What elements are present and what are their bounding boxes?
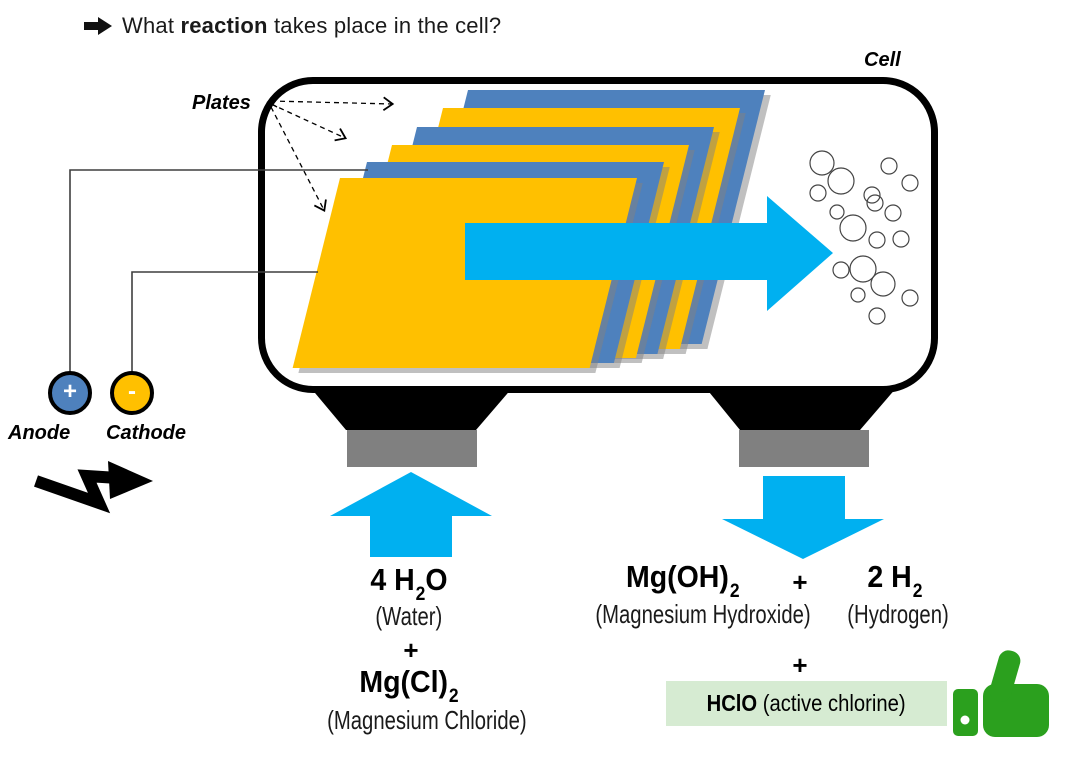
products-plus-sign-top: + xyxy=(792,567,808,597)
cathode-terminal: - xyxy=(110,371,154,415)
right-leg xyxy=(705,387,897,430)
product-mgoh2-formula: Mg(OH)2 xyxy=(626,559,740,602)
question-bold-word: reaction xyxy=(180,13,268,38)
thumbs-up-icon xyxy=(953,650,1049,737)
flow-arrow-down-icon xyxy=(722,476,884,559)
left-leg xyxy=(310,387,513,430)
product-h2-formula: 2 H2 xyxy=(867,559,923,602)
hclo-caption: (active chlorine) xyxy=(757,690,907,716)
question-prefix: What xyxy=(122,13,181,38)
anode-terminal: + xyxy=(48,371,92,415)
electrode-plate-yellow xyxy=(292,178,637,368)
question-suffix: takes place in the cell? xyxy=(267,13,502,38)
minus-sign: - xyxy=(128,378,136,405)
question-text: What reaction takes place in the cell? xyxy=(122,13,501,39)
products-plus-sign-bottom: + xyxy=(792,650,808,680)
cell-label: Cell xyxy=(864,49,901,71)
product-mgoh2-caption: (Magnesium Hydroxide) xyxy=(595,599,811,629)
left-leg-base xyxy=(347,430,477,467)
reactant-water-formula: 4 H2O xyxy=(370,562,448,605)
flow-arrow-up-icon xyxy=(330,472,492,557)
hclo-formula: HClO xyxy=(706,690,758,716)
product-h2-caption: (Hydrogen) xyxy=(847,599,949,629)
plates-label: Plates xyxy=(192,92,251,114)
right-arrow-icon xyxy=(84,17,112,35)
reactant-water-caption: (Water) xyxy=(375,601,443,631)
plus-sign: + xyxy=(62,378,77,405)
hclo-highlight-box: HClO (active chlorine) xyxy=(666,681,947,726)
question-title: What reaction takes place in the cell? xyxy=(84,13,501,39)
cell-legs xyxy=(310,387,897,467)
reactant-mgcl2-formula: Mg(Cl)2 xyxy=(359,664,459,707)
cathode-label: Cathode xyxy=(106,422,186,444)
reactant-mgcl2-caption: (Magnesium Chloride) xyxy=(327,705,527,735)
reactants-plus-sign: + xyxy=(403,635,419,665)
anode-label: Anode xyxy=(8,422,71,444)
right-leg-base xyxy=(739,430,869,467)
lightning-bolt-icon xyxy=(34,461,153,514)
